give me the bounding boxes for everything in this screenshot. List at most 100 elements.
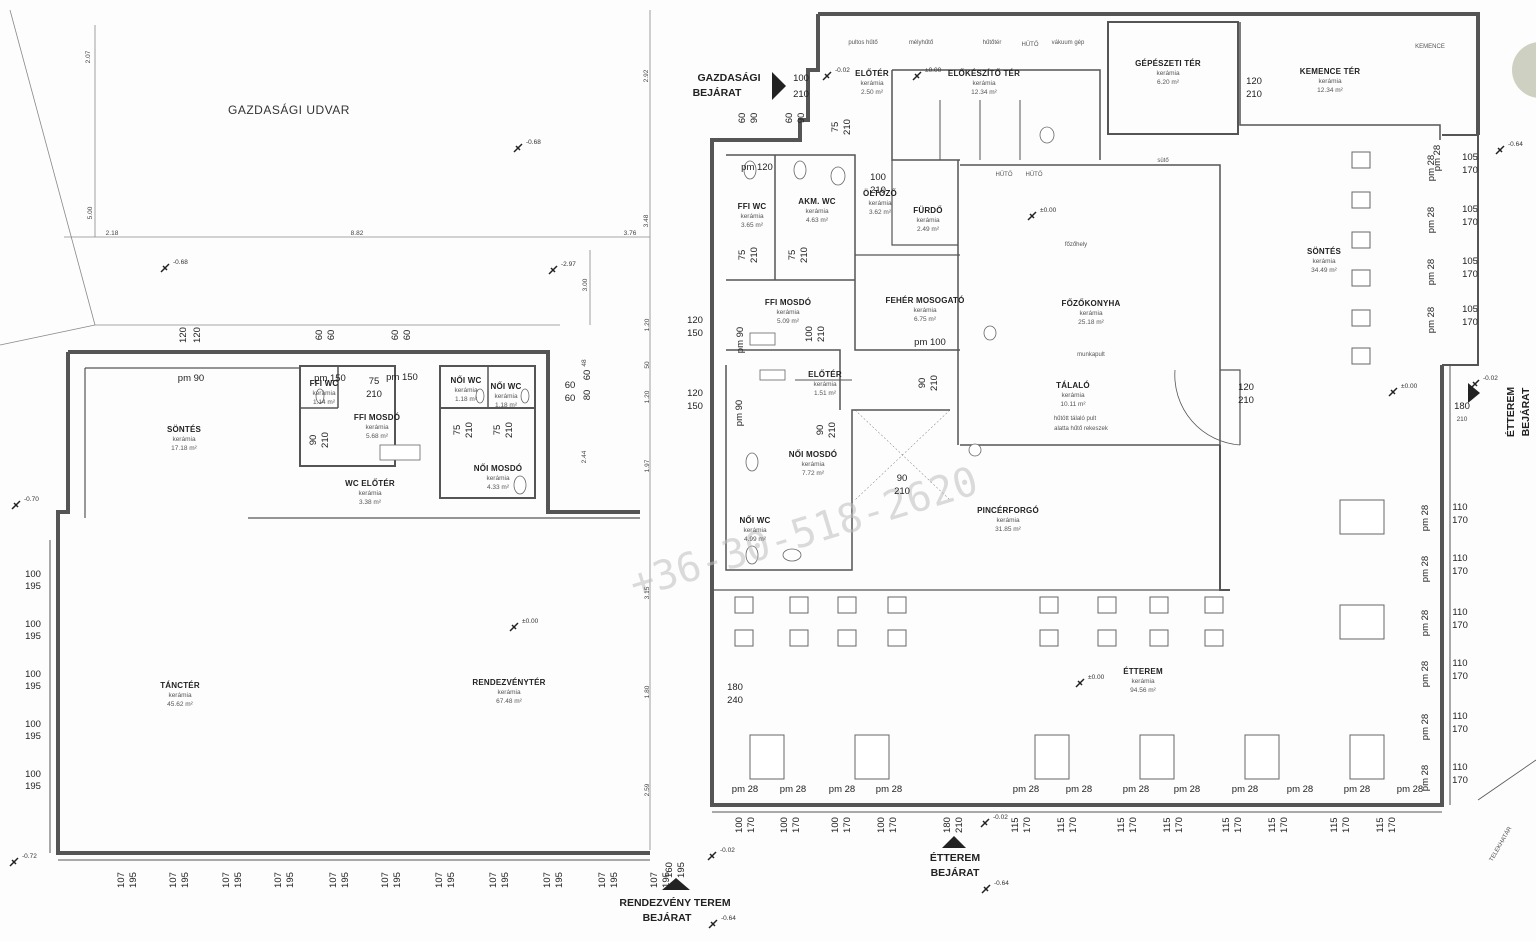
- pm-label: pm 28: [876, 784, 902, 795]
- equipment-label: mélyhűtő: [909, 40, 934, 46]
- bottom-window-width: 100: [830, 817, 841, 833]
- level-mark-icon: [509, 622, 519, 632]
- door-height: 150: [687, 328, 703, 339]
- site-dimension: 3.48: [643, 214, 650, 227]
- room-material: kerámia: [312, 390, 336, 397]
- left-window-width: 100: [25, 669, 41, 680]
- room-name: ELŐTÉR: [808, 370, 842, 379]
- level-value: ±0.00: [522, 618, 539, 625]
- pm-label: pm 28: [1397, 784, 1423, 795]
- level-value: -0.64: [721, 915, 736, 922]
- bottom-window-width: 107: [380, 872, 391, 888]
- level-value: -0.02: [835, 67, 850, 74]
- entrance-arrow-icon: [662, 878, 690, 890]
- level-value: -0.64: [994, 880, 1009, 887]
- door-width: 90: [308, 435, 319, 446]
- entrance-width: 160: [664, 862, 675, 878]
- window-dim: 120: [192, 327, 203, 343]
- entrance-height: 210: [793, 89, 809, 100]
- room-material: kerámia: [972, 80, 996, 87]
- room-name: FFI WC: [310, 379, 339, 388]
- right-window-width: 105: [1462, 256, 1478, 267]
- left-window-height: 195: [25, 581, 41, 592]
- bottom-window-width: 107: [221, 872, 232, 888]
- room-area: 4.33 m²: [487, 484, 510, 491]
- level-value: -0.64: [1508, 141, 1523, 148]
- room-material: kerámia: [168, 692, 192, 699]
- right-window-height: 170: [1452, 620, 1468, 631]
- room-area: 1.51 m²: [814, 390, 837, 397]
- door-width: 75: [452, 425, 463, 436]
- room-area: 10.11 m²: [1060, 401, 1086, 408]
- equipment-label: HŰTŐ: [1022, 41, 1039, 48]
- level-value: -2.97: [561, 261, 576, 268]
- room-name: KEMENCE TÉR: [1300, 67, 1360, 76]
- room-name: NŐI WC: [491, 382, 522, 391]
- bottom-window-height: 170: [1174, 817, 1185, 833]
- room-material: kerámia: [740, 213, 764, 220]
- bottom-window-height: 195: [554, 872, 565, 888]
- site-dimension: 3.15: [644, 586, 651, 599]
- door-height: 210: [827, 422, 838, 438]
- room-name: ELŐTÉR: [855, 69, 889, 78]
- door-height: 210: [366, 389, 382, 400]
- door-height: 150: [687, 401, 703, 412]
- level-mark-icon: [707, 851, 717, 861]
- restaurant-walls: [710, 12, 1536, 813]
- door-height: 240: [727, 695, 743, 706]
- room-area: 12.34 m²: [1317, 87, 1343, 94]
- pm-label: pm 28: [1174, 784, 1200, 795]
- room-material: kerámia: [1079, 310, 1103, 317]
- level-mark-icon: [11, 500, 21, 510]
- room-area: 4.99 m²: [744, 536, 767, 543]
- level-value: -0.02: [993, 814, 1008, 821]
- pm-label: pm 28: [1420, 556, 1431, 582]
- site-dimension: 1.80: [644, 685, 651, 698]
- level-value: ±0.00: [1088, 674, 1105, 681]
- bottom-window-width: 107: [328, 872, 339, 888]
- left-window-height: 195: [25, 631, 41, 642]
- right-window-height: 170: [1452, 775, 1468, 786]
- window-dim: 60: [314, 330, 325, 341]
- level-mark-icon: [912, 71, 922, 81]
- door-height: 210: [464, 422, 475, 438]
- level-mark-icon: [9, 857, 19, 867]
- level-value: ±0.00: [925, 67, 942, 74]
- left-window-height: 195: [25, 681, 41, 692]
- room-material: kerámia: [1312, 258, 1336, 265]
- room-area: 34.49 m²: [1311, 267, 1337, 274]
- bottom-window-width: 107: [649, 872, 660, 888]
- site-dimension: 3.76: [624, 230, 637, 237]
- bottom-window-height: 170: [1022, 817, 1033, 833]
- door-height: 210: [842, 119, 853, 135]
- door-width: 120: [1238, 382, 1254, 393]
- left-window-width: 100: [25, 719, 41, 730]
- level-mark-icon: [1495, 145, 1505, 155]
- bottom-window-height: 170: [1068, 817, 1079, 833]
- room-name: ÉTTEREM: [1123, 667, 1163, 676]
- door-width: 75: [787, 250, 798, 261]
- room-area: 5.68 m²: [366, 433, 389, 440]
- door-height: 210: [929, 375, 940, 391]
- right-window-width: 110: [1452, 502, 1467, 513]
- site-dimension: 2.07: [85, 50, 92, 63]
- entrance-label: RENDEZVÉNY TEREM: [619, 896, 730, 909]
- equipment-label: HŰTŐ: [996, 171, 1013, 178]
- left-window-width: 100: [25, 769, 41, 780]
- room-name: ELŐKÉSZÍTŐ TÉR: [948, 69, 1020, 78]
- door-width: 75: [492, 425, 503, 436]
- door-width: 120: [687, 388, 703, 399]
- bottom-window-height: 170: [842, 817, 853, 833]
- room-material: kerámia: [813, 381, 837, 388]
- room-material: kerámia: [1061, 392, 1085, 399]
- room-name: SÖNTÉS: [1307, 247, 1342, 256]
- yard-label: GAZDASÁGI UDVAR: [228, 102, 350, 117]
- right-window-width: 110: [1452, 762, 1467, 773]
- equipment-label: hűtött tálaló pult: [1054, 416, 1097, 422]
- right-window-width: 110: [1452, 711, 1467, 722]
- room-name: FFI MOSDÓ: [354, 413, 400, 422]
- bottom-window-width: 107: [434, 872, 445, 888]
- room-material: kerámia: [497, 689, 521, 696]
